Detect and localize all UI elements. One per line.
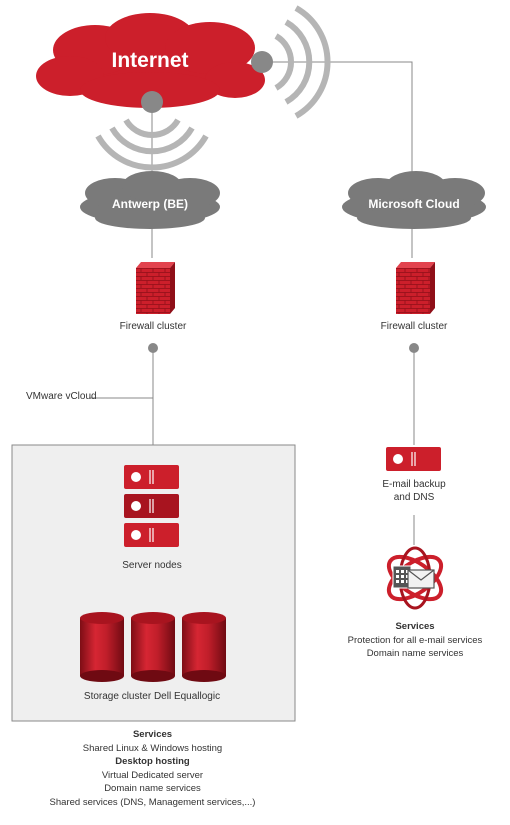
datacenter-service-item: Desktop hosting	[115, 756, 190, 767]
datacenter-service-item: Shared Linux & Windows hosting	[82, 742, 223, 754]
wireless-waves-right	[274, 5, 331, 119]
storage-cylinder-1	[80, 612, 124, 682]
server-node-2	[124, 494, 179, 518]
antwerp-cloud-label: Antwerp (BE)	[112, 197, 188, 211]
storage-cylinder-2	[131, 612, 175, 682]
firewall-right-label: Firewall cluster	[380, 321, 448, 332]
microsoft-services: Services Protection for all e-mail servi…	[330, 620, 500, 661]
left-firewall-node	[148, 343, 158, 353]
server-node-3	[124, 523, 179, 547]
email-backup-device-icon	[386, 447, 441, 471]
vmware-label: VMware vCloud	[26, 391, 97, 402]
email-backup-label-line1: E-mail backup	[382, 479, 446, 490]
microsoft-cloud-label: Microsoft Cloud	[368, 197, 460, 211]
datacenter-service-item: Shared services (DNS, Management service…	[49, 796, 256, 808]
microsoft-service-item: Domain name services	[366, 648, 464, 659]
server-nodes-label: Server nodes	[122, 560, 182, 571]
microsoft-cloud	[342, 171, 486, 229]
antwerp-cloud	[80, 171, 220, 229]
email-protection-icon	[386, 546, 444, 610]
internet-bottom-node	[141, 91, 163, 113]
internet-right-node	[251, 51, 273, 73]
datacenter-services: Services Shared Linux & Windows hosting …	[20, 728, 285, 809]
firewall-right-icon	[396, 262, 435, 314]
datacenter-service-item: Domain name services	[104, 783, 201, 794]
email-backup-label-line2: and DNS	[393, 492, 435, 503]
internet-cloud	[36, 13, 265, 108]
microsoft-service-item: Protection for all e-mail services	[347, 634, 483, 646]
email-backup-label: E-mail backup and DNS	[364, 478, 464, 504]
firewall-left-icon	[136, 262, 175, 314]
server-node-1	[124, 465, 179, 489]
microsoft-services-title: Services	[395, 621, 435, 632]
internet-label: Internet	[111, 49, 189, 72]
datacenter-service-item: Virtual Dedicated server	[101, 769, 204, 781]
wireless-waves-bottom	[95, 118, 209, 171]
storage-cylinder-3	[182, 612, 226, 682]
right-firewall-node	[409, 343, 419, 353]
firewall-left-label: Firewall cluster	[119, 321, 187, 332]
storage-label: Storage cluster Dell Equallogic	[83, 691, 221, 702]
datacenter-services-title: Services	[132, 729, 173, 740]
